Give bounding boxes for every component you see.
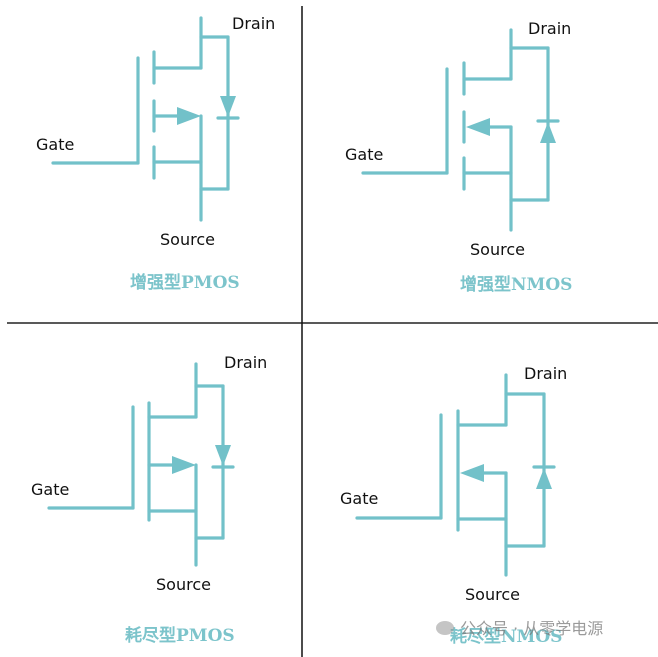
body-arrow-left-icon: [466, 118, 490, 136]
body-arrow-right-icon: [172, 456, 196, 474]
source-label-dep-pmos: Source: [156, 575, 211, 594]
drain-label-dep-pmos: Drain: [224, 353, 268, 372]
watermark-text: 公众号 · 从零学电源: [460, 619, 604, 638]
source-label-dep-nmos: Source: [465, 585, 520, 604]
source-label-enh-pmos: Source: [160, 230, 215, 249]
gate-label-dep-pmos: Gate: [31, 480, 70, 499]
gate-label-enh-pmos: Gate: [36, 135, 75, 154]
diode-triangle-down-icon: [220, 96, 236, 117]
drain-label-enh-pmos: Drain: [232, 14, 276, 33]
diode-triangle-up-icon: [536, 468, 552, 489]
panel-title-dep-pmos: 耗尽型PMOS: [125, 626, 235, 646]
panel-title-dep-nmos: 耗尽型NMOS: [450, 627, 563, 647]
diode-triangle-down-icon: [215, 445, 231, 466]
wechat-icon: [436, 621, 454, 635]
body-arrow-right-icon: [177, 107, 201, 125]
diode-triangle-up-icon: [540, 122, 556, 143]
gate-label-dep-nmos: Gate: [340, 489, 379, 508]
panel-title-enh-nmos: 增强型NMOS: [460, 275, 573, 295]
gate-label-enh-nmos: Gate: [345, 145, 384, 164]
panel-title-enh-pmos: 增强型PMOS: [130, 273, 240, 293]
source-label-enh-nmos: Source: [470, 240, 525, 259]
watermark: 公众号 · 从零学电源: [436, 621, 603, 637]
body-arrow-left-icon: [460, 464, 484, 482]
drain-label-enh-nmos: Drain: [528, 19, 572, 38]
drain-label-dep-nmos: Drain: [524, 364, 568, 383]
